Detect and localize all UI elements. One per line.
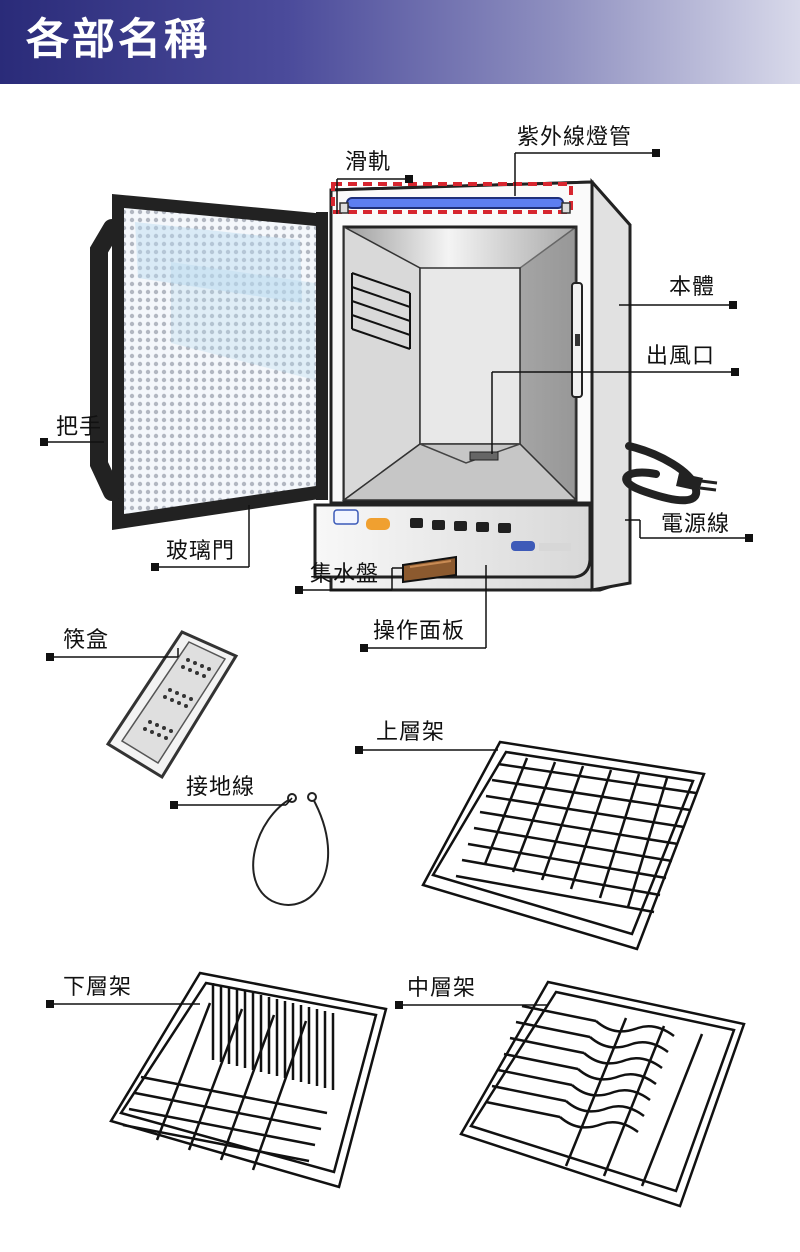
water-tray (402, 555, 457, 584)
label-power-cord: 電源線 (661, 512, 731, 537)
label-lower-rack: 下層架 (63, 975, 133, 1000)
page-title: 各部名稱 (26, 15, 210, 65)
middle-rack (459, 980, 746, 1208)
label-glass-door: 玻璃門 (166, 539, 236, 564)
label-water-tray: 集水盤 (310, 562, 380, 587)
ground-wire (252, 792, 330, 906)
upper-rack (421, 740, 706, 951)
uv-lamp-highlight (331, 182, 573, 214)
callout-dots (40, 149, 753, 1009)
label-uv-lamp: 紫外線燈管 (517, 125, 633, 150)
label-body: 本體 (669, 275, 716, 300)
power-cord (622, 442, 701, 505)
dish-dryer-body (313, 178, 718, 592)
label-upper-rack: 上層架 (376, 720, 446, 745)
uv-lamp-tube (346, 197, 564, 209)
chopstick-box (105, 630, 239, 780)
label-middle-rack: 中層架 (407, 976, 477, 1001)
lower-rack (109, 971, 388, 1189)
label-air-outlet: 出風口 (646, 344, 716, 369)
label-rail: 滑軌 (345, 150, 392, 175)
page-header: 各部名稱 (0, 0, 800, 84)
dish-dryer-door (90, 194, 328, 530)
label-handle: 把手 (56, 415, 103, 440)
label-chopstick-box: 筷盒 (63, 628, 110, 653)
label-ground-wire: 接地線 (186, 775, 256, 800)
label-control-panel: 操作面板 (373, 619, 466, 644)
callout-lines (44, 152, 748, 1006)
